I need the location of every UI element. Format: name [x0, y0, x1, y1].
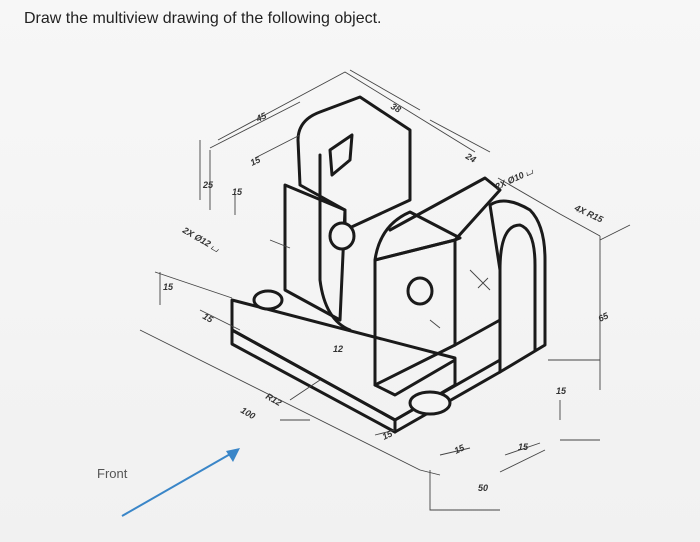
left-slot — [328, 133, 354, 177]
dim-2x-d12: 2X Ø12 ⌴ — [180, 225, 221, 255]
center-block-front — [373, 238, 457, 387]
dim-r12: R12 — [264, 391, 283, 408]
dim-15-top: 15 — [249, 154, 263, 168]
question-text: Draw the multiview drawing of the follow… — [24, 10, 382, 27]
dim-4x-r15: 4X R15 — [572, 202, 605, 225]
dim-25: 25 — [202, 180, 214, 190]
dimension-lines — [139, 69, 631, 511]
object-outline — [230, 95, 547, 434]
dim-12: 12 — [333, 344, 343, 354]
dim-15-wall: 15 — [556, 386, 567, 396]
left-upright-face — [283, 183, 347, 322]
hole-base-left — [252, 289, 284, 311]
dim-15-right: 15 — [518, 442, 529, 452]
dim-38: 38 — [389, 101, 403, 115]
base-inner-edge — [373, 358, 457, 397]
dim-15-front2: 15 — [453, 442, 467, 456]
center-block-top — [373, 210, 462, 262]
dim-15-base2: 15 — [201, 311, 216, 325]
right-wall-arch — [498, 223, 537, 352]
hole-base-right — [408, 390, 452, 416]
center-block-side — [453, 268, 502, 347]
left-curve — [318, 153, 352, 332]
front-view-label: Front — [97, 466, 128, 481]
front-view-arrow — [121, 448, 240, 517]
dim-24: 24 — [463, 151, 478, 165]
dim-50: 50 — [478, 483, 488, 493]
center-block-ridge — [388, 176, 502, 242]
hole-center-block — [406, 276, 434, 306]
dim-15-left: 15 — [232, 187, 243, 197]
holes — [252, 221, 452, 416]
hole-upper-left — [328, 221, 356, 251]
dim-15-base: 15 — [163, 282, 174, 292]
dim-45: 45 — [254, 110, 269, 124]
right-wall — [488, 199, 547, 374]
dim-65: 65 — [597, 310, 611, 324]
dim-100: 100 — [239, 405, 257, 421]
left-upright-top — [296, 95, 412, 232]
